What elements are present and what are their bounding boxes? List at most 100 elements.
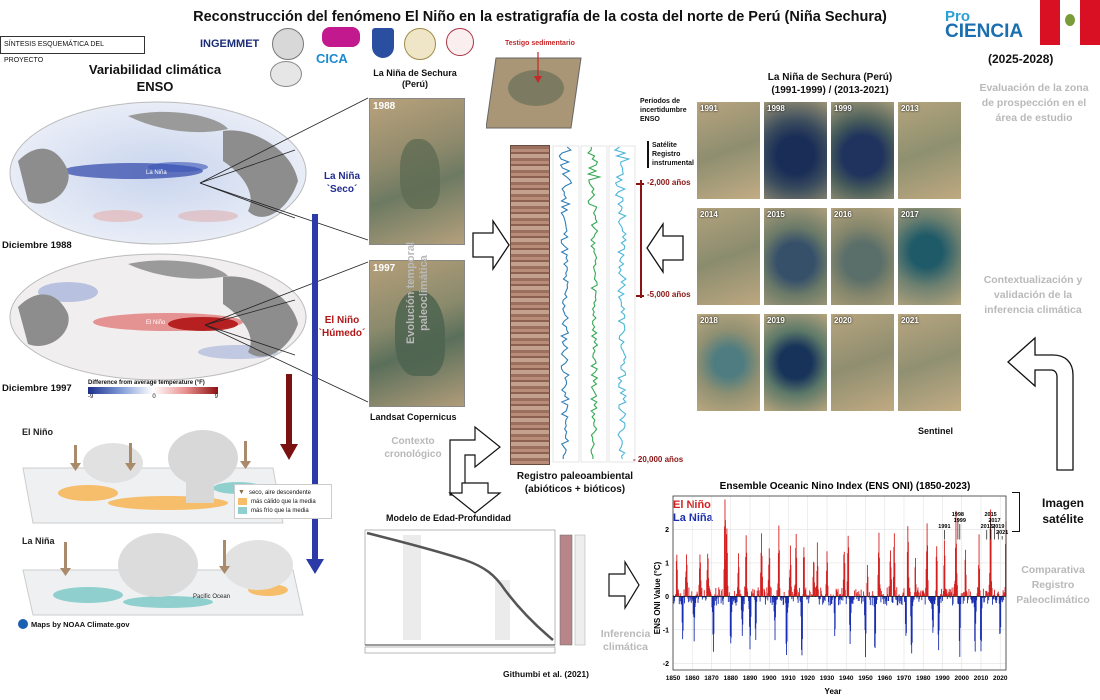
sat-thumb-2016[interactable]: 2016 xyxy=(831,208,894,305)
oni-x-tick: 2010 xyxy=(974,675,989,682)
evaluation-line-3: área de estudio xyxy=(995,112,1073,124)
chrono-context-line-1: Contexto xyxy=(391,436,435,447)
oni-legend-nina: La Niña xyxy=(673,512,714,524)
oni-y-tick: -1 xyxy=(663,627,669,634)
sat-year-1991: 1991 xyxy=(700,104,718,113)
sediment-core-photo[interactable] xyxy=(510,145,550,465)
university-seal-3 xyxy=(446,28,474,56)
satellite-grid-title-line-1: La Niña de Sechura (Perú) xyxy=(767,72,893,83)
sat-thumb-1991[interactable]: 1991 xyxy=(697,102,760,199)
sat-thumb-2021[interactable]: 2021 xyxy=(898,314,961,411)
arrow-to-oni xyxy=(608,560,640,610)
satellite-image-line-1: Imagen xyxy=(1041,496,1084,510)
oni-y-axis-label: ENS ONI Value (°C) xyxy=(653,561,662,634)
colorbar-tick-min: -9 xyxy=(88,394,94,400)
legend-label-descending: seco, aire descendente xyxy=(248,489,311,496)
oni-y-tick: -2 xyxy=(663,661,669,668)
sat-year-2020: 2020 xyxy=(834,316,852,325)
brand-line-1: Pro xyxy=(945,8,971,25)
landsat-credit: Landsat Copernicus xyxy=(370,412,457,422)
inference-line-1: Inferencia xyxy=(600,628,651,640)
nina-label: La Niña `Seco´ xyxy=(318,170,366,196)
oni-x-tick: 1960 xyxy=(877,675,892,682)
sat-thumb-1999[interactable]: 1999 xyxy=(831,102,894,199)
sat-year-2015: 2015 xyxy=(767,210,785,219)
brand-line-2: CIENCIA xyxy=(945,21,1024,42)
colorbar-title: Difference from average temperature (°F) xyxy=(88,380,205,386)
arrow-to-core xyxy=(472,219,510,271)
sat-thumb-2017[interactable]: 2017 xyxy=(898,208,961,305)
sat-year-2013: 2013 xyxy=(901,104,919,113)
oni-x-tick: 1900 xyxy=(762,675,777,682)
comparison-line-1: Comparativa xyxy=(1021,564,1085,576)
sentinel-credit: Sentinel xyxy=(918,426,954,436)
satellite-record-line-2: Registro xyxy=(652,151,681,158)
sat-thumb-2018[interactable]: 2018 xyxy=(697,314,760,411)
oni-plot-frame xyxy=(672,495,1007,671)
ocean-map-1997: El Niño xyxy=(9,253,307,381)
oni-x-tick: 2020 xyxy=(993,675,1008,682)
legend-item-descending: ▼ seco, aire descendente xyxy=(238,489,328,496)
sat-thumb-2020[interactable]: 2020 xyxy=(831,314,894,411)
cica-logo-mark xyxy=(322,27,360,47)
walker-nina-label: La Niña xyxy=(22,536,55,546)
map1-inset-label: La Niña xyxy=(146,170,167,176)
landsat-image-1988[interactable]: 1988 xyxy=(369,98,465,245)
sat-thumb-2019[interactable]: 2019 xyxy=(764,314,827,411)
age-5000: -5,000 años xyxy=(647,290,691,299)
noaa-logo-icon xyxy=(18,619,28,629)
sat-year-2017: 2017 xyxy=(901,210,919,219)
satellite-image-line-2: satélite xyxy=(1042,512,1084,526)
oni-annotation-label: 2021 xyxy=(996,530,1008,536)
wet-phase-arrow xyxy=(280,374,298,460)
university-seal-2 xyxy=(270,61,302,87)
oni-annotation-label: 2013 xyxy=(981,524,993,530)
uncertainty-bar xyxy=(640,180,642,298)
map2-date: Diciembre 1997 xyxy=(2,383,72,394)
comparison-label: Comparativa Registro Paleoclimático xyxy=(1008,563,1098,608)
legend-item-cold: más frío que la media xyxy=(238,507,328,514)
satellite-record-line-3: instrumental xyxy=(652,160,695,167)
uncertainty-line-3: ENSO xyxy=(640,116,660,123)
flag-coat-icon xyxy=(1065,14,1075,26)
oni-x-tick: 1860 xyxy=(685,675,700,682)
down-arrow-icon: ▼ xyxy=(238,489,245,496)
sat-year-1998: 1998 xyxy=(767,104,785,113)
cica-logo: CICA xyxy=(316,51,348,66)
age-tick-5000 xyxy=(636,295,644,297)
comparison-line-3: Paleoclimático xyxy=(1016,594,1090,606)
image-1997-year: 1997 xyxy=(373,263,396,274)
oni-x-tick: 1910 xyxy=(781,675,796,682)
paleo-record-label: Registro paleoambiental (abióticos + bió… xyxy=(495,470,655,496)
uncertainty-label: Períodos de incertidumbre ENSO xyxy=(640,97,687,124)
oni-x-axis-label: Year xyxy=(825,687,842,696)
core-block xyxy=(486,52,582,129)
ocean-map-1988: La Niña xyxy=(9,101,307,245)
walker-nino-label: El Niño xyxy=(22,427,53,437)
oni-x-tick: 1980 xyxy=(916,675,931,682)
age-20000: - 20,000 años xyxy=(633,455,684,464)
noaa-credit-text: Maps by NOAA Climate.gov xyxy=(31,619,130,629)
landsat-image-1997[interactable]: 1997 xyxy=(369,260,465,407)
sat-thumb-2014[interactable]: 2014 xyxy=(697,208,760,305)
temperature-colorbar: Difference from average temperature (°F)… xyxy=(88,380,218,400)
context-validation-line-2: validación de la xyxy=(993,289,1073,301)
sat-thumb-2013[interactable]: 2013 xyxy=(898,102,961,199)
oni-x-tick: 1890 xyxy=(743,675,758,682)
sechura-title-line-1: La Niña de Sechura xyxy=(373,68,457,78)
sat-thumb-1998[interactable]: 1998 xyxy=(764,102,827,199)
oni-x-tick: 1930 xyxy=(820,675,835,682)
oni-chart: Ensemble Oceanic Nino Index (ENS ONI) (1… xyxy=(653,481,1008,696)
nina-label-line-1: La Niña xyxy=(323,171,361,182)
uncertainty-line-2: incertidumbre xyxy=(640,107,687,114)
enso-heading-line-2: ENSO xyxy=(136,79,174,94)
chrono-context-label: Contexto cronológico xyxy=(378,435,448,461)
sat-thumb-2015[interactable]: 2015 xyxy=(764,208,827,305)
oni-x-tick: 1850 xyxy=(666,675,681,682)
colorbar-gradient xyxy=(88,387,218,394)
walker-diagram-nina: Pacific Ocean xyxy=(22,533,304,616)
enso-heading: Variabilidad climática ENSO xyxy=(80,61,230,95)
nino-label-line-1: El Niño xyxy=(324,315,360,326)
proclencia-logo: Pro CIENCIA xyxy=(945,8,1045,43)
brand-years: (2025-2028) xyxy=(988,52,1054,66)
